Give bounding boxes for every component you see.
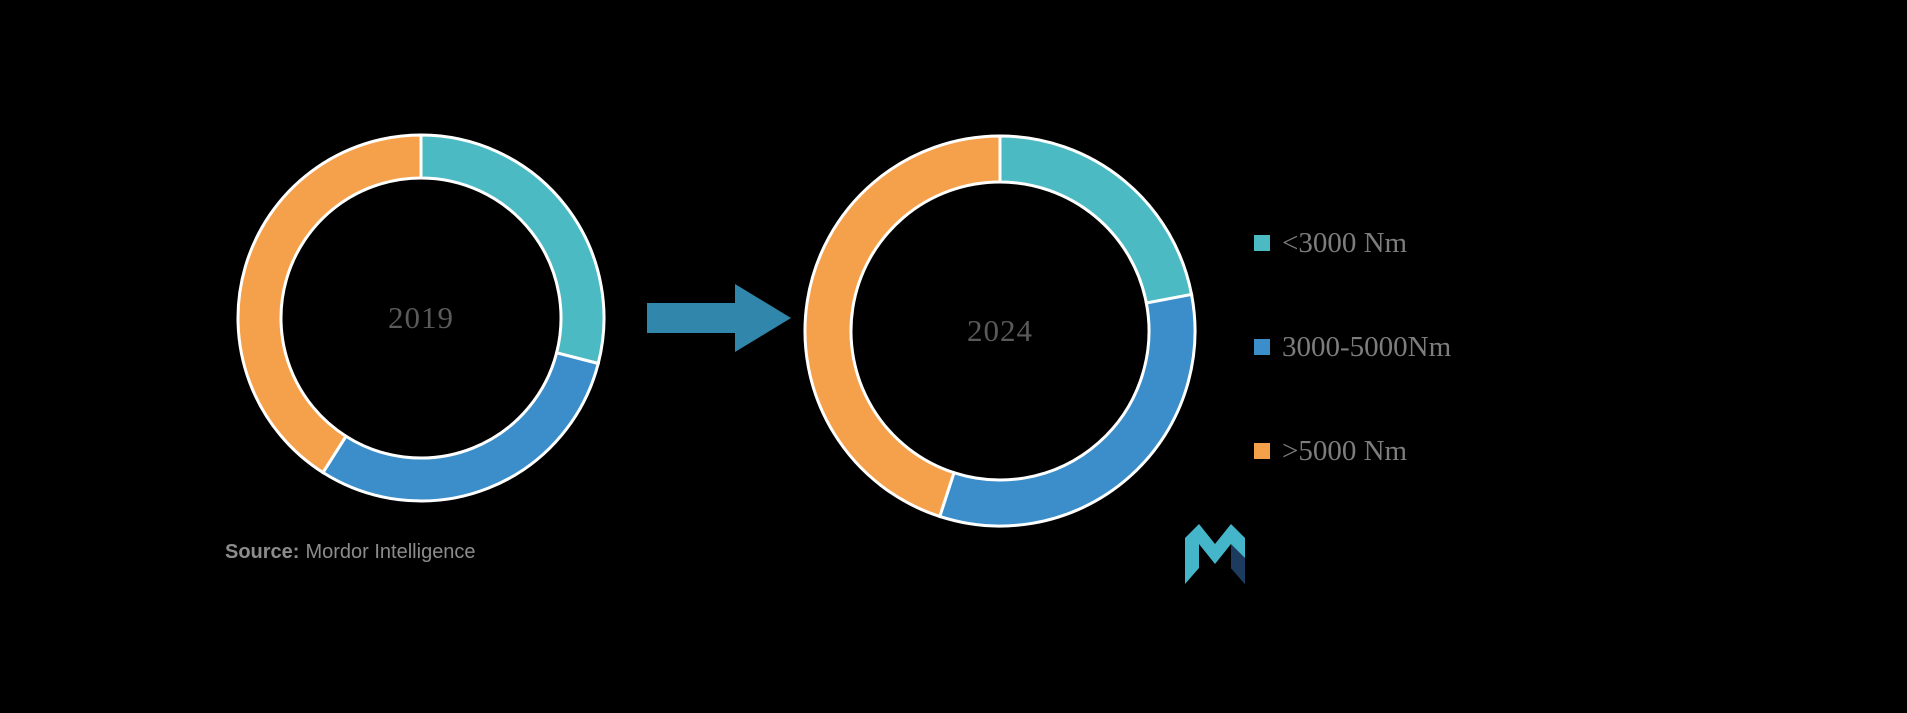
donut-segment-2019-2 [320,350,601,503]
legend-swatch-blue [1254,339,1270,355]
donut-chart-2019 [236,133,606,503]
legend-label: <3000 Nm [1282,226,1408,259]
donut-segment-2024-1 [998,134,1194,305]
right-arrow-shape [647,284,791,352]
logo-m-shape [1185,524,1245,584]
source-prefix-label: Source: [225,541,300,563]
chart-legend: <3000 Nm 3000-5000Nm >5000 Nm [1254,227,1451,539]
donut-center-label-2024: 2024 [967,313,1033,348]
legend-item-over-5000nm: >5000 Nm [1254,435,1451,467]
legend-swatch-teal [1254,235,1270,251]
legend-swatch-orange [1254,443,1270,459]
source-attribution: Source:Mordor Intelligence [225,541,476,564]
donut-chart-2024 [803,134,1197,528]
legend-item-under-3000nm: <3000 Nm [1254,227,1451,259]
source-name: Mordor Intelligence [305,541,476,563]
donut-segment-2019-3 [236,133,423,475]
legend-item-3000-5000nm: 3000-5000Nm [1254,331,1451,363]
donut-segment-2024-3 [803,134,1002,519]
legend-label: 3000-5000Nm [1282,330,1452,363]
legend-label: >5000 Nm [1282,434,1408,467]
donut-center-label-2019: 2019 [388,300,454,335]
mordor-intelligence-logo [1185,524,1245,584]
logo-accent-shape [1231,544,1245,584]
right-arrow-icon [647,284,791,352]
